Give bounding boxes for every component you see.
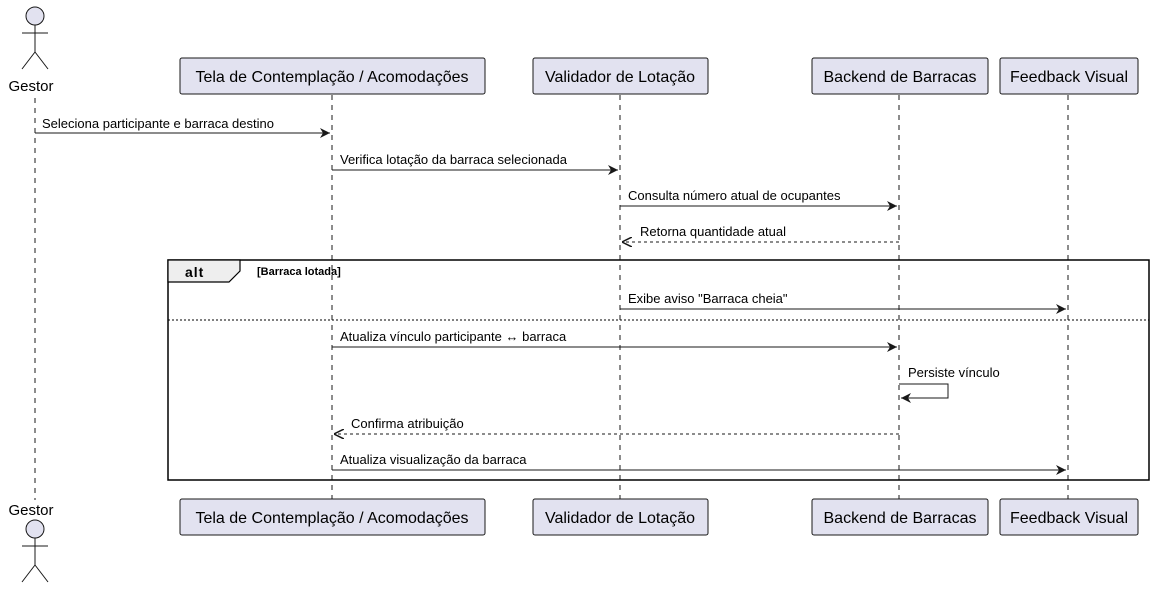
message-label: Verifica lotação da barraca selecionada xyxy=(340,152,568,167)
participant-backend-bottom: Backend de Barracas xyxy=(811,498,989,536)
lifelines xyxy=(34,95,1069,500)
message-9: Atualiza visualização da barraca xyxy=(332,452,1066,475)
actor-label-bottom: Gestor xyxy=(8,502,53,519)
participant-validador-bottom: Validador de Lotação xyxy=(532,498,709,536)
message-2: Verifica lotação da barraca selecionada xyxy=(332,152,618,175)
participant-validador-top: Validador de Lotação xyxy=(532,57,709,95)
alt-guard: [Barraca lotada] xyxy=(257,266,341,278)
participant-tela-top: Tela de Contemplação / Acomodações xyxy=(179,57,486,95)
participant-label: Validador de Lotação xyxy=(545,510,695,527)
message-5: Exibe aviso "Barraca cheia" xyxy=(620,291,1066,314)
message-label: Persiste vínculo xyxy=(908,365,1000,380)
participant-feedback-top: Feedback Visual xyxy=(999,57,1139,95)
message-label: Consulta número atual de ocupantes xyxy=(628,188,841,203)
alt-tab xyxy=(167,259,241,283)
actor-label-top: Gestor xyxy=(8,78,53,95)
actor-icon xyxy=(21,6,49,70)
message-3: Consulta número atual de ocupantes xyxy=(620,188,897,211)
participant-label: Backend de Barracas xyxy=(824,69,977,86)
message-4: Retorna quantidade atual xyxy=(622,224,899,242)
message-6: Atualiza vínculo participante ↔ barraca xyxy=(332,329,897,352)
message-8: Confirma atribuição xyxy=(334,416,899,434)
participant-label: Feedback Visual xyxy=(1010,69,1128,86)
participant-label: Tela de Contemplação / Acomodações xyxy=(195,510,468,527)
message-label: Seleciona participante e barraca destino xyxy=(42,116,274,131)
participant-feedback-bottom: Feedback Visual xyxy=(999,498,1139,536)
actor-icon xyxy=(21,519,49,583)
participant-backend-top: Backend de Barracas xyxy=(811,57,989,95)
message-label: Confirma atribuição xyxy=(351,416,464,431)
participant-label: Backend de Barracas xyxy=(824,510,977,527)
participant-tela-bottom: Tela de Contemplação / Acomodações xyxy=(179,498,486,536)
message-label: Atualiza visualização da barraca xyxy=(340,452,527,467)
participant-label: Tela de Contemplação / Acomodações xyxy=(195,69,468,86)
message-label: Exibe aviso "Barraca cheia" xyxy=(628,291,788,306)
message-1: Seleciona participante e barraca destino xyxy=(35,116,330,138)
message-label: Retorna quantidade atual xyxy=(640,224,786,239)
alt-frame xyxy=(167,259,1150,481)
participant-label: Validador de Lotação xyxy=(545,69,695,86)
message-7-self: Persiste vínculo xyxy=(899,365,1000,403)
alt-fragment: alt [Barraca lotada] xyxy=(167,259,1150,481)
alt-keyword: alt xyxy=(185,264,204,280)
message-label: Atualiza vínculo participante ↔ barraca xyxy=(340,329,567,344)
actor-gestor-top: Gestor xyxy=(8,6,54,95)
participant-label: Feedback Visual xyxy=(1010,510,1128,527)
actor-gestor-bottom: Gestor xyxy=(8,502,54,583)
